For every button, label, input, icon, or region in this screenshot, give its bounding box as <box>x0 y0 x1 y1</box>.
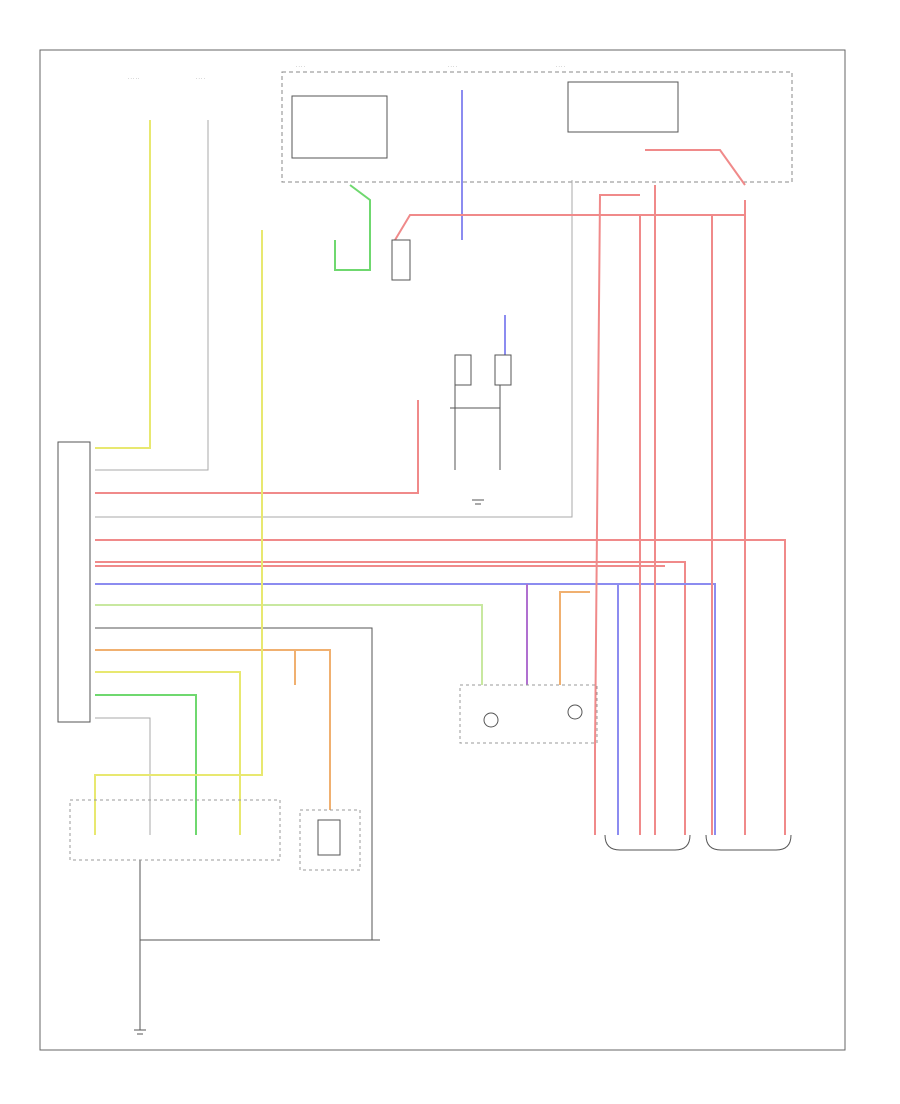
wire-group <box>94 90 786 1030</box>
wire-red-module <box>95 400 419 494</box>
tiny-labels: · · · · · · · · · · · · · · · · · · · · … <box>128 64 565 81</box>
headlight-switch-box <box>69 799 281 861</box>
wire-red-top <box>394 214 745 241</box>
wire-orange-2 <box>559 591 590 685</box>
right-headlight-bulb <box>705 834 792 851</box>
wire-yellow-2 <box>95 671 241 835</box>
wire-green-1 <box>95 604 483 685</box>
indicator-lamp-2 <box>567 704 583 720</box>
wire-green-2 <box>95 694 197 835</box>
daytime-relay-coil <box>317 819 341 856</box>
svg-text:· · · ·: · · · · <box>556 64 565 69</box>
daytime-relay-box <box>299 809 361 871</box>
ground-symbol-relay <box>472 499 484 505</box>
left-headlight-bulb <box>604 834 691 851</box>
wire-red-long-2 <box>95 561 686 835</box>
control-module-box <box>57 441 91 723</box>
diagram-border <box>39 49 846 1051</box>
dimmer-relay-box <box>567 81 679 133</box>
wire-red-long-1 <box>95 539 786 835</box>
wire-black-1 <box>95 627 373 940</box>
ground-symbol-main <box>134 1029 146 1035</box>
underhood-fuse-box <box>281 71 793 183</box>
dimmer-control-relay <box>454 354 472 386</box>
headlight-relay-box <box>291 95 388 159</box>
wire-gray-3 <box>95 717 151 835</box>
svg-text:· · · ·: · · · · <box>448 64 457 69</box>
wire-yellow-3 <box>94 230 263 835</box>
wire-blue-2 <box>600 583 716 835</box>
wire-red-relay-1 <box>645 149 746 186</box>
wire-gray-1 <box>95 120 209 471</box>
indicator-lamp-1 <box>483 712 499 728</box>
svg-text:· · · ·: · · · · <box>296 64 305 69</box>
svg-text:· · · ·: · · · · <box>196 76 205 81</box>
wire-green-relay <box>334 184 371 271</box>
wire-yellow-1 <box>95 120 151 449</box>
wire-gray-2 <box>95 180 573 518</box>
headlight-control-relay <box>391 239 411 281</box>
combination-meter-box <box>459 684 598 744</box>
wire-blue-1 <box>95 583 619 835</box>
dimmer-control-relay-2 <box>494 354 512 386</box>
wire-orange-1 <box>95 649 331 810</box>
wire-red-relay-2 <box>594 194 640 835</box>
svg-text:· · · · ·: · · · · · <box>128 76 139 81</box>
